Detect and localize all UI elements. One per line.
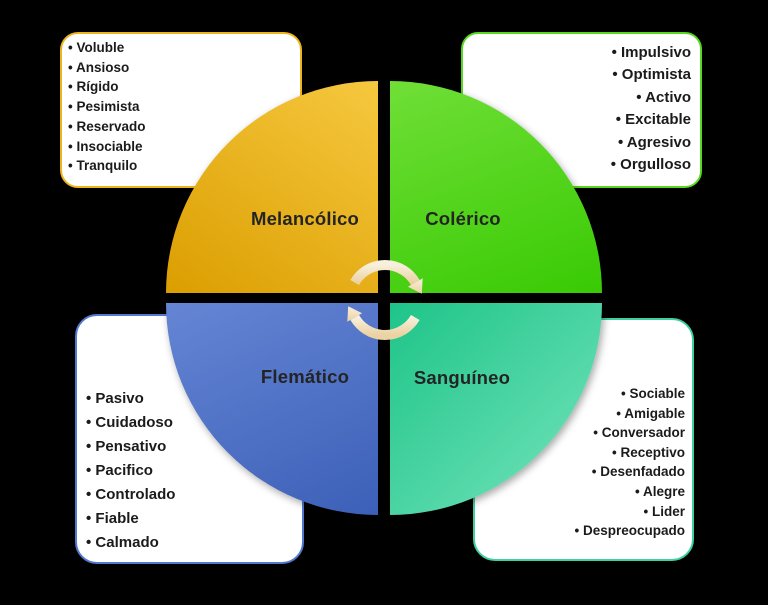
cycle-arrows-icon — [347, 260, 423, 340]
trait-item: • Conversador — [593, 425, 685, 441]
trait-item: • Tranquilo — [68, 158, 138, 174]
trait-item: • Pasivo — [86, 390, 144, 407]
trait-item: • Excitable — [615, 111, 691, 129]
trait-item: • Receptivo — [612, 444, 685, 460]
trait-item: • Voluble — [68, 40, 125, 55]
quadrant-label-colerico: Colérico — [425, 208, 501, 229]
trait-item: • Lider — [643, 503, 685, 519]
trait-item: • Calmado — [86, 534, 159, 551]
trait-item: • Pesimista — [68, 99, 140, 115]
trait-item: • Pensativo — [86, 438, 167, 455]
trait-item: • Reservado — [68, 118, 146, 134]
cycle-arrow-top — [350, 260, 423, 294]
trait-item: • Orgulloso — [610, 156, 691, 174]
trait-item: • Desenfadado — [591, 464, 685, 480]
trait-item: • Optimista — [612, 66, 691, 84]
traits-list-flematico: • Pasivo • Cuidadoso • Pensativo • Pacifico… — [86, 387, 175, 555]
trait-item: • Cuidadoso — [86, 414, 173, 431]
trait-item: • Impulsivo — [611, 44, 691, 61]
quadrant-label-melancolico: Melancólico — [250, 208, 360, 229]
traits-list-sanguineo: • Sociable • Amigable • Conversador • Recep… — [575, 384, 686, 541]
quadrant-label-sanguineo: Sanguíneo — [413, 367, 511, 388]
traits-list-melancolico: • Voluble • Ansioso • Rígido • Pesimista • R… — [68, 38, 146, 176]
trait-item: • Sociable — [621, 386, 685, 401]
trait-item: • Controlado — [86, 486, 176, 503]
trait-item: • Pacifico — [86, 462, 153, 479]
trait-item: • Activo — [636, 88, 691, 106]
quadrant-label-flematico: Flemático — [260, 366, 350, 387]
trait-item: • Ansioso — [68, 59, 130, 75]
traits-list-colerico: • Impulsivo • Optimista • Activo • Excitabl… — [611, 42, 691, 176]
cycle-arrow-bottom — [347, 306, 420, 340]
trait-item: • Alegre — [635, 483, 685, 499]
trait-item: • Fiable — [86, 510, 139, 527]
traits-box-melancolico — [60, 32, 302, 188]
trait-item: • Agresivo — [617, 133, 691, 151]
trait-item: • Despreocupado — [574, 523, 686, 539]
trait-item: • Rígido — [68, 79, 119, 95]
trait-item: • Amigable — [616, 405, 685, 421]
trait-item: • Insociable — [68, 138, 143, 154]
